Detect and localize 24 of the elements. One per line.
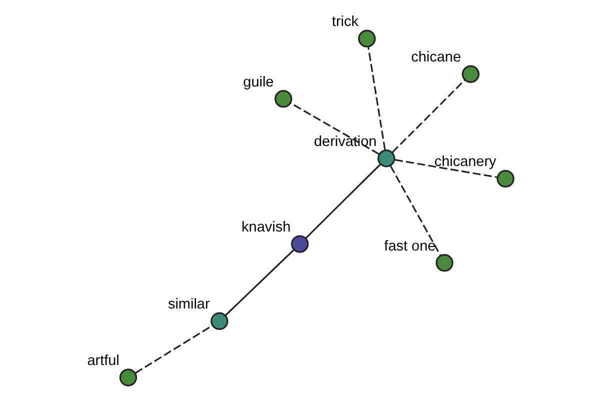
connector <box>394 159 498 178</box>
node-circle <box>496 170 514 188</box>
node-circle <box>274 90 292 108</box>
node-label: chicanery <box>434 154 496 170</box>
node-label: trick <box>332 14 358 30</box>
node-circle <box>378 150 396 168</box>
node-label: guile <box>243 74 274 90</box>
node-label: chicane <box>411 50 462 66</box>
connector <box>306 164 381 238</box>
connector <box>134 324 213 374</box>
node-label: similar <box>168 296 210 313</box>
node-label: knavish <box>242 220 291 236</box>
node-circle <box>291 235 309 253</box>
node-circle <box>210 312 228 330</box>
connector <box>368 47 386 150</box>
connector <box>225 249 294 316</box>
node-circle <box>462 65 480 83</box>
connector <box>392 80 466 153</box>
node-label: artful <box>87 352 120 369</box>
node-circle <box>358 30 376 48</box>
node-circle <box>119 368 138 386</box>
node-circle <box>436 254 454 272</box>
node-label: fast one <box>384 238 436 254</box>
connector <box>390 166 442 256</box>
